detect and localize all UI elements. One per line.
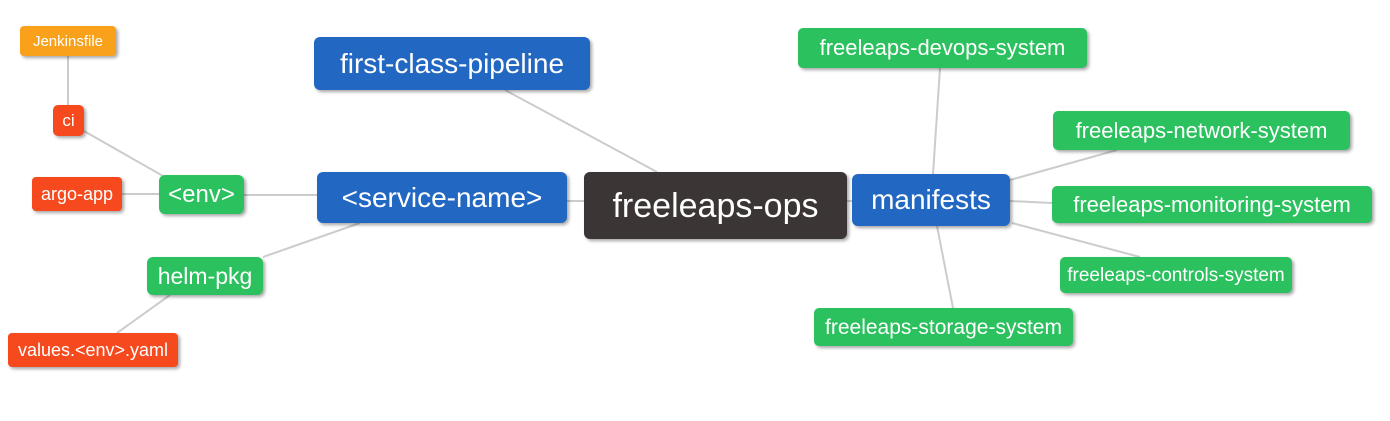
node-freeleaps-network-system[interactable]: freeleaps-network-system — [1053, 111, 1350, 150]
edge-ci-env — [83, 130, 164, 177]
node-first-class-pipeline[interactable]: first-class-pipeline — [314, 37, 590, 90]
node-values-env-yaml[interactable]: values.<env>.yaml — [8, 333, 178, 367]
edge-first-class-pipeline-freeleaps-ops — [504, 89, 658, 173]
node-freeleaps-controls-system[interactable]: freeleaps-controls-system — [1060, 257, 1292, 293]
edge-manifests-freeleaps-monitoring-system — [1009, 200, 1053, 204]
edge-manifests-freeleaps-network-system — [1009, 149, 1118, 181]
edge-manifests-freeleaps-storage-system — [936, 225, 954, 309]
node-argo-app[interactable]: argo-app — [32, 177, 122, 211]
node-freeleaps-storage-system[interactable]: freeleaps-storage-system — [814, 308, 1073, 346]
node-helm-pkg[interactable]: helm-pkg — [147, 257, 263, 295]
node-jenkinsfile[interactable]: Jenkinsfile — [20, 26, 116, 56]
node-freeleaps-monitoring-system[interactable]: freeleaps-monitoring-system — [1052, 186, 1372, 223]
node-freeleaps-ops[interactable]: freeleaps-ops — [584, 172, 847, 239]
node-env[interactable]: <env> — [159, 175, 244, 214]
node-manifests[interactable]: manifests — [852, 174, 1010, 226]
edge-values-env-yaml-helm-pkg — [116, 294, 171, 334]
node-service-name[interactable]: <service-name> — [317, 172, 567, 223]
node-freeleaps-devops-system[interactable]: freeleaps-devops-system — [798, 28, 1087, 68]
edge-helm-pkg-service-name — [262, 222, 361, 258]
node-ci[interactable]: ci — [53, 105, 84, 136]
edge-manifests-freeleaps-devops-system — [932, 67, 941, 175]
edge-manifests-freeleaps-controls-system — [1011, 222, 1141, 258]
